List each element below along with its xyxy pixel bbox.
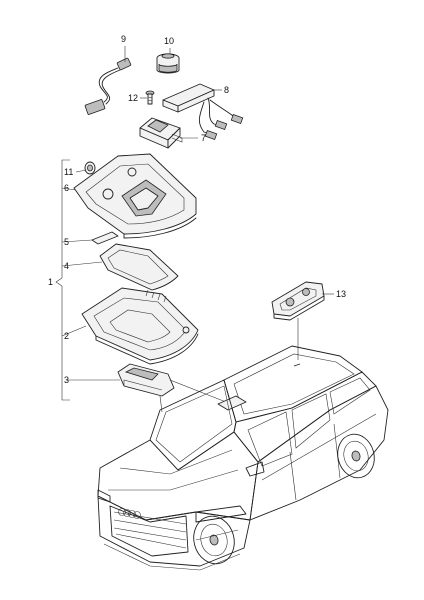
callout-8: 8 <box>224 85 229 95</box>
callout-11: 11 <box>64 167 73 177</box>
callout-4: 4 <box>64 261 69 271</box>
vehicle-outline <box>97 345 389 571</box>
part-4-cover-plate[interactable] <box>99 243 179 291</box>
part-11-clip[interactable] <box>84 161 96 175</box>
leader-lines <box>61 46 334 413</box>
part-3-lamp[interactable] <box>117 363 175 397</box>
part-13-reading-light[interactable] <box>271 281 325 321</box>
audi-rings-logo <box>118 508 141 519</box>
part-5-strip[interactable] <box>91 231 119 245</box>
part-10-cap[interactable] <box>156 53 180 74</box>
callout-5: 5 <box>64 237 69 247</box>
part-9-cable-harness[interactable] <box>84 57 132 115</box>
callout-2: 2 <box>64 331 69 341</box>
callout-9: 9 <box>121 34 126 44</box>
callout-12: 12 <box>128 93 138 103</box>
callout-10: 10 <box>164 36 174 46</box>
part-8-control-unit[interactable] <box>162 83 244 141</box>
group-1-bracket <box>55 159 70 401</box>
callout-3: 3 <box>64 375 69 385</box>
part-6-console-trim[interactable] <box>73 153 197 239</box>
callout-1: 1 <box>48 277 53 287</box>
part-12-screw[interactable] <box>145 90 155 105</box>
part-2-console-frame[interactable] <box>81 287 199 365</box>
part-7-module-housing[interactable] <box>139 117 183 149</box>
callout-13: 13 <box>336 289 346 299</box>
roof-console-location <box>217 395 247 411</box>
callout-7: 7 <box>201 133 206 143</box>
callout-6: 6 <box>64 183 69 193</box>
